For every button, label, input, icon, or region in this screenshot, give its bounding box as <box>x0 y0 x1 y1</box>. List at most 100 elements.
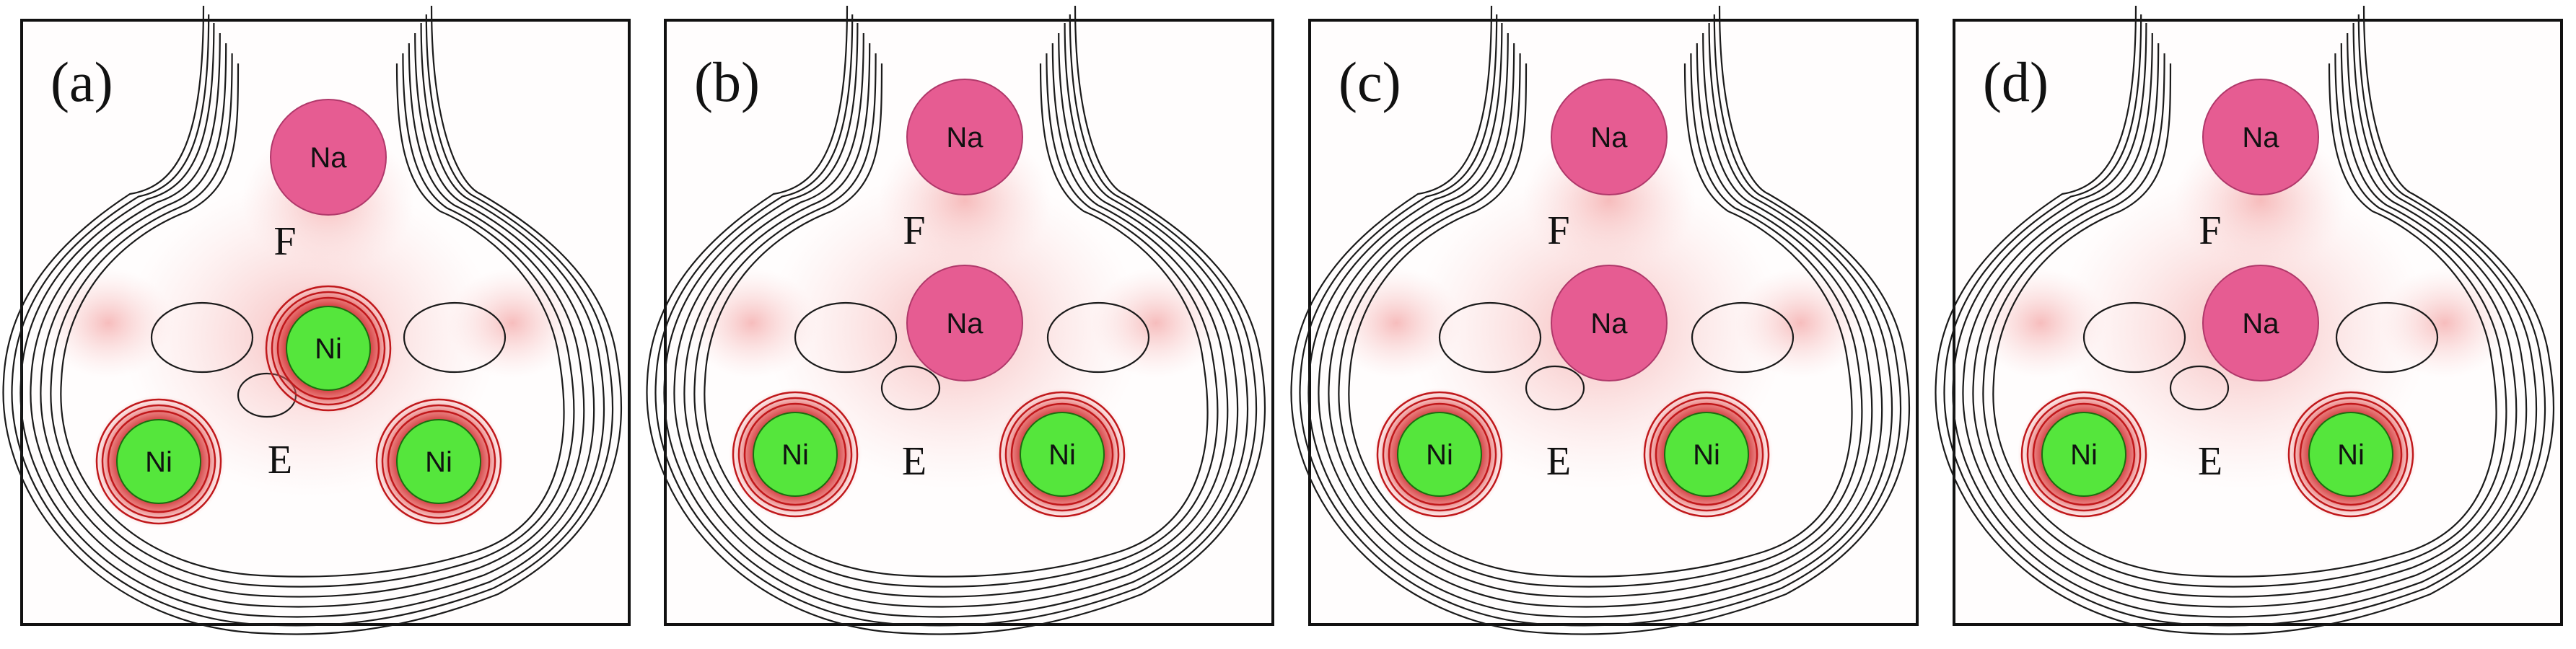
contour-line <box>19 22 605 618</box>
ni-atom-disc <box>1020 412 1105 497</box>
ni-halo-ring <box>743 402 847 506</box>
atom-label: Ni <box>145 446 172 478</box>
atom-label: Ni <box>425 446 452 478</box>
panel-label: (a) <box>51 50 113 113</box>
contour-line <box>1943 14 2546 627</box>
contour-line <box>1299 14 1902 627</box>
ni-halo-ring <box>737 397 853 512</box>
contour-line <box>646 5 1266 635</box>
panel-label: (d) <box>1983 50 2049 113</box>
atom-ni: Ni <box>2018 388 2150 521</box>
ni-halo-ring <box>1010 402 1114 506</box>
ni-halo-ring <box>1382 397 1497 512</box>
ni-halo-ring <box>387 410 491 513</box>
ni-halo-ring <box>381 404 496 519</box>
contour-line <box>40 43 585 598</box>
ni-atom-disc <box>1664 412 1749 497</box>
na-atom-disc <box>2202 265 2319 381</box>
contour-line <box>1935 5 2555 635</box>
ni-atom-disc <box>2041 412 2126 497</box>
atom-na: Na <box>2202 79 2319 195</box>
contour-lobe <box>2082 301 2186 374</box>
contour-lines <box>646 5 1266 635</box>
site-label-f: F <box>903 208 925 253</box>
ni-atom-disc <box>286 306 371 391</box>
ni-halo-ring <box>265 285 392 412</box>
ni-halo-ring <box>2293 397 2409 512</box>
contour-lobe <box>2335 301 2439 374</box>
atom-ni: Ni <box>2284 388 2417 521</box>
atom-label: Ni <box>1426 439 1453 471</box>
contour-line <box>683 43 1229 598</box>
density-tint <box>1735 268 1865 379</box>
site-label-f: F <box>273 219 296 264</box>
atom-label: Ni <box>2070 439 2098 471</box>
contour-lobe <box>794 301 898 374</box>
contour-line <box>1348 63 1853 578</box>
site-label-e: E <box>1546 439 1571 484</box>
na-atom-disc <box>906 265 1023 381</box>
na-atom-disc <box>1551 265 1668 381</box>
density-tint <box>2380 268 2510 379</box>
contour-line <box>1328 43 1873 598</box>
density-tint <box>1091 268 1221 379</box>
site-label-f: F <box>2199 208 2221 253</box>
atom-label: Ni <box>315 333 342 365</box>
ni-halo-ring <box>2287 391 2414 518</box>
atom-label: Ni <box>1693 439 1720 471</box>
contour-line <box>693 53 1219 588</box>
contour-line <box>1982 53 2507 588</box>
ni-halo-ring <box>1004 397 1120 512</box>
atom-na: Na <box>270 99 387 216</box>
ni-halo-ring <box>732 391 859 518</box>
contour-line <box>2 5 623 635</box>
atom-ni: Ni <box>996 388 1129 521</box>
contour-line <box>50 53 575 588</box>
atom-ni: Ni <box>262 282 395 415</box>
contour-lines <box>2 5 623 635</box>
atom-label: Ni <box>781 439 809 471</box>
ni-halo-ring <box>2032 402 2136 506</box>
contour-line <box>673 32 1239 608</box>
ni-atom-disc <box>396 419 481 504</box>
ni-halo-ring <box>2299 402 2403 506</box>
ni-halo-ring <box>95 398 222 525</box>
contour-lobe <box>150 301 254 374</box>
atom-label: Na <box>2242 308 2279 340</box>
ni-atom-disc <box>2308 412 2393 497</box>
site-label-f: F <box>1547 208 1569 253</box>
atom-na: Na <box>906 265 1023 381</box>
na-atom-disc <box>270 99 387 216</box>
ni-halo-ring <box>999 391 1126 518</box>
na-atom-disc <box>906 79 1023 195</box>
atom-ni: Ni <box>372 395 505 528</box>
ni-halo-ring <box>1376 391 1503 518</box>
atom-na: Na <box>906 79 1023 195</box>
contour-line <box>1318 32 1883 608</box>
contour-line <box>654 14 1258 627</box>
contour-lobe <box>1525 365 1585 411</box>
site-label-e: E <box>268 438 292 482</box>
ni-halo-ring <box>101 404 216 519</box>
contour-line <box>1952 22 2538 618</box>
atom-label: Ni <box>1048 439 1076 471</box>
ni-halo-ring <box>375 398 502 525</box>
contour-line <box>1992 63 2497 578</box>
ni-halo-ring <box>276 296 380 400</box>
ni-atom-disc <box>116 419 201 504</box>
contour-line <box>1307 22 1893 618</box>
atom-label: Na <box>946 122 983 154</box>
na-atom-disc <box>2202 79 2319 195</box>
contour-line <box>30 32 595 608</box>
contour-line <box>11 14 614 627</box>
contour-line <box>1972 43 2518 598</box>
contour-line <box>60 63 565 578</box>
contour-line <box>1338 53 1863 588</box>
atom-ni: Ni <box>1640 388 1773 521</box>
ni-halo-ring <box>2026 397 2142 512</box>
atom-label: Na <box>1590 308 1628 340</box>
panel-label: (b) <box>694 50 760 113</box>
panel-label: (c) <box>1339 50 1401 113</box>
